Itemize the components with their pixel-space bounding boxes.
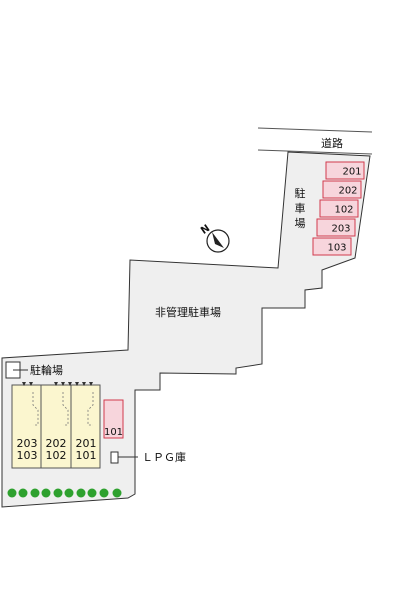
parking-space (312, 237, 352, 256)
tree-icon (76, 488, 86, 498)
tree-icon (87, 488, 97, 498)
tree-icon (7, 488, 17, 498)
unit-lower-label: 101 (76, 449, 97, 462)
parking-space (316, 218, 356, 237)
south-parking-space (103, 399, 124, 439)
parking-space-label: 201 (342, 167, 361, 178)
unit-upper-label: 201 (76, 437, 97, 450)
parking-space-label: 103 (327, 243, 346, 254)
entrance-marker-icon (89, 382, 93, 386)
parking-space-label: 102 (334, 205, 353, 216)
unit-lower-label: 103 (17, 449, 38, 462)
entrance-path (32, 392, 39, 426)
bicycle-parking-label: 駐輪場 (30, 363, 63, 377)
parking-label-char-1: 駐 (295, 186, 306, 200)
compass-icon: N (199, 223, 230, 253)
entrance-marker-icon (61, 382, 65, 386)
tree-icon (64, 488, 74, 498)
entrance-marker-icon (22, 382, 26, 386)
tree-icon (53, 488, 63, 498)
building: 203 103 202 102 201 101 (11, 382, 101, 469)
parking-space (325, 161, 365, 180)
parking-label-char-2: 車 (295, 201, 306, 215)
tree-icon (41, 488, 51, 498)
lpg-storage-label: ＬＰＧ庫 (142, 450, 186, 464)
entrance-path (87, 392, 94, 426)
tree-icon (112, 488, 122, 498)
road-label: 道路 (321, 136, 343, 150)
entrance-marker-icon (54, 382, 58, 386)
entrance-marker-icon (75, 382, 79, 386)
entrance-marker-icon (82, 382, 86, 386)
entrance-marker-icon (68, 382, 72, 386)
parking-space (319, 199, 359, 218)
entrance-marker-icon (29, 382, 33, 386)
tree-icon (30, 488, 40, 498)
unit-upper-label: 203 (17, 437, 38, 450)
parking-space-label: 202 (338, 186, 357, 197)
south-parking-space-label: 101 (104, 427, 123, 438)
parking-space-label: 203 (331, 224, 350, 235)
road-edge-top (257, 127, 373, 133)
north-parking: 201 202 102 203 103 (312, 161, 365, 256)
unmanaged-parking-label: 非管理駐車場 (155, 305, 221, 319)
lpg-storage-box (110, 451, 119, 464)
parking-label-char-3: 場 (295, 217, 306, 230)
tree-icon (18, 488, 28, 498)
entrance-path (62, 392, 69, 426)
parking-space (322, 180, 362, 199)
unit-lower-label: 102 (46, 449, 67, 462)
tree-row (7, 488, 122, 498)
road-edge-bottom (257, 149, 373, 155)
building-outline (11, 384, 101, 469)
parking-north-label: 駐 車 場 (295, 186, 306, 230)
tree-icon (99, 488, 109, 498)
unit-upper-label: 202 (46, 437, 67, 450)
